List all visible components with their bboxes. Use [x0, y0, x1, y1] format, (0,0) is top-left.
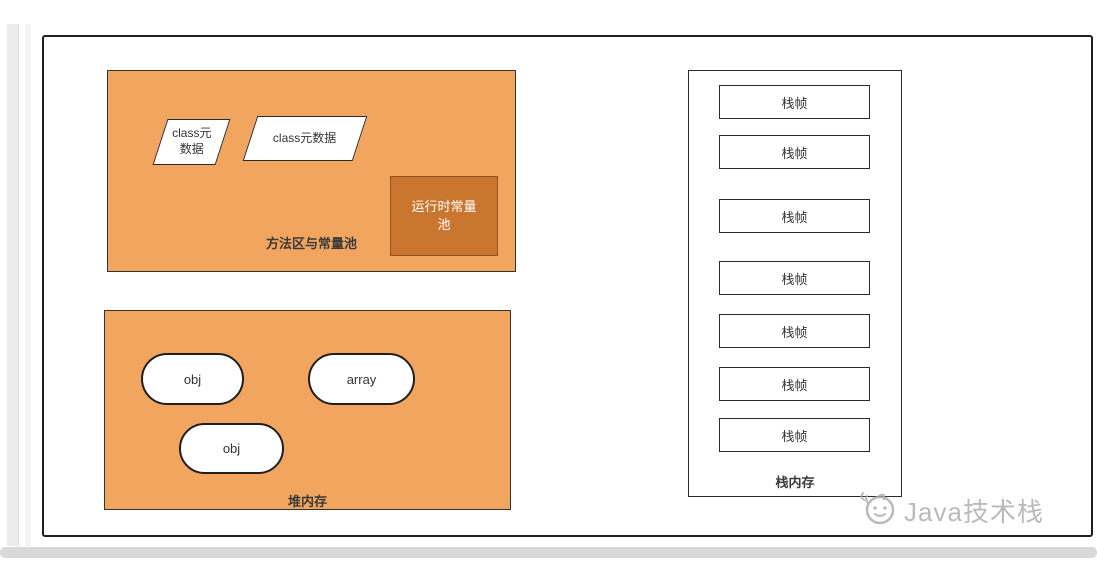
method-area-box: class元 数据 class元数据 运行时常量 池 方法区与常量池	[107, 70, 516, 272]
runtime-constant-pool-box: 运行时常量 池	[390, 176, 498, 256]
page-edge-bottom	[0, 547, 1097, 558]
stack-memory-label: 栈内存	[775, 475, 815, 490]
watermark: Java技术栈	[856, 487, 1044, 534]
heap-label: 堆内存	[287, 494, 327, 509]
stack-frame: 栈帧	[719, 85, 870, 119]
heap-obj-shape-1: obj	[141, 353, 244, 405]
heap-array-shape: array	[308, 353, 415, 405]
page-edge-left-inner	[25, 24, 31, 546]
class-metadata-large-label: class元数据	[273, 130, 337, 145]
stack-frame: 栈帧	[719, 135, 870, 169]
method-area-label: 方法区与常量池	[265, 236, 357, 251]
stack-memory-box: 栈帧 栈帧 栈帧 栈帧 栈帧 栈帧 栈帧 栈内存	[688, 70, 902, 497]
javastack-logo-icon	[856, 487, 898, 534]
heap-obj-shape-2: obj	[179, 423, 284, 474]
stack-frame: 栈帧	[719, 199, 870, 233]
heap-box: obj array obj 堆内存	[104, 310, 511, 510]
stack-frame: 栈帧	[719, 261, 870, 295]
class-metadata-shape-large: class元数据	[242, 116, 368, 161]
class-metadata-small-label: class元 数据	[171, 126, 212, 156]
class-metadata-shape-small: class元 数据	[152, 119, 231, 165]
runtime-pool-label-line1: 运行时常量	[411, 198, 477, 214]
stack-frame: 栈帧	[719, 314, 870, 348]
runtime-pool-label-line2: 池	[437, 217, 451, 232]
stack-frame: 栈帧	[719, 418, 870, 452]
page-edge-left	[7, 24, 19, 546]
watermark-text: Java技术栈	[904, 497, 1044, 527]
stack-frame: 栈帧	[719, 367, 870, 401]
